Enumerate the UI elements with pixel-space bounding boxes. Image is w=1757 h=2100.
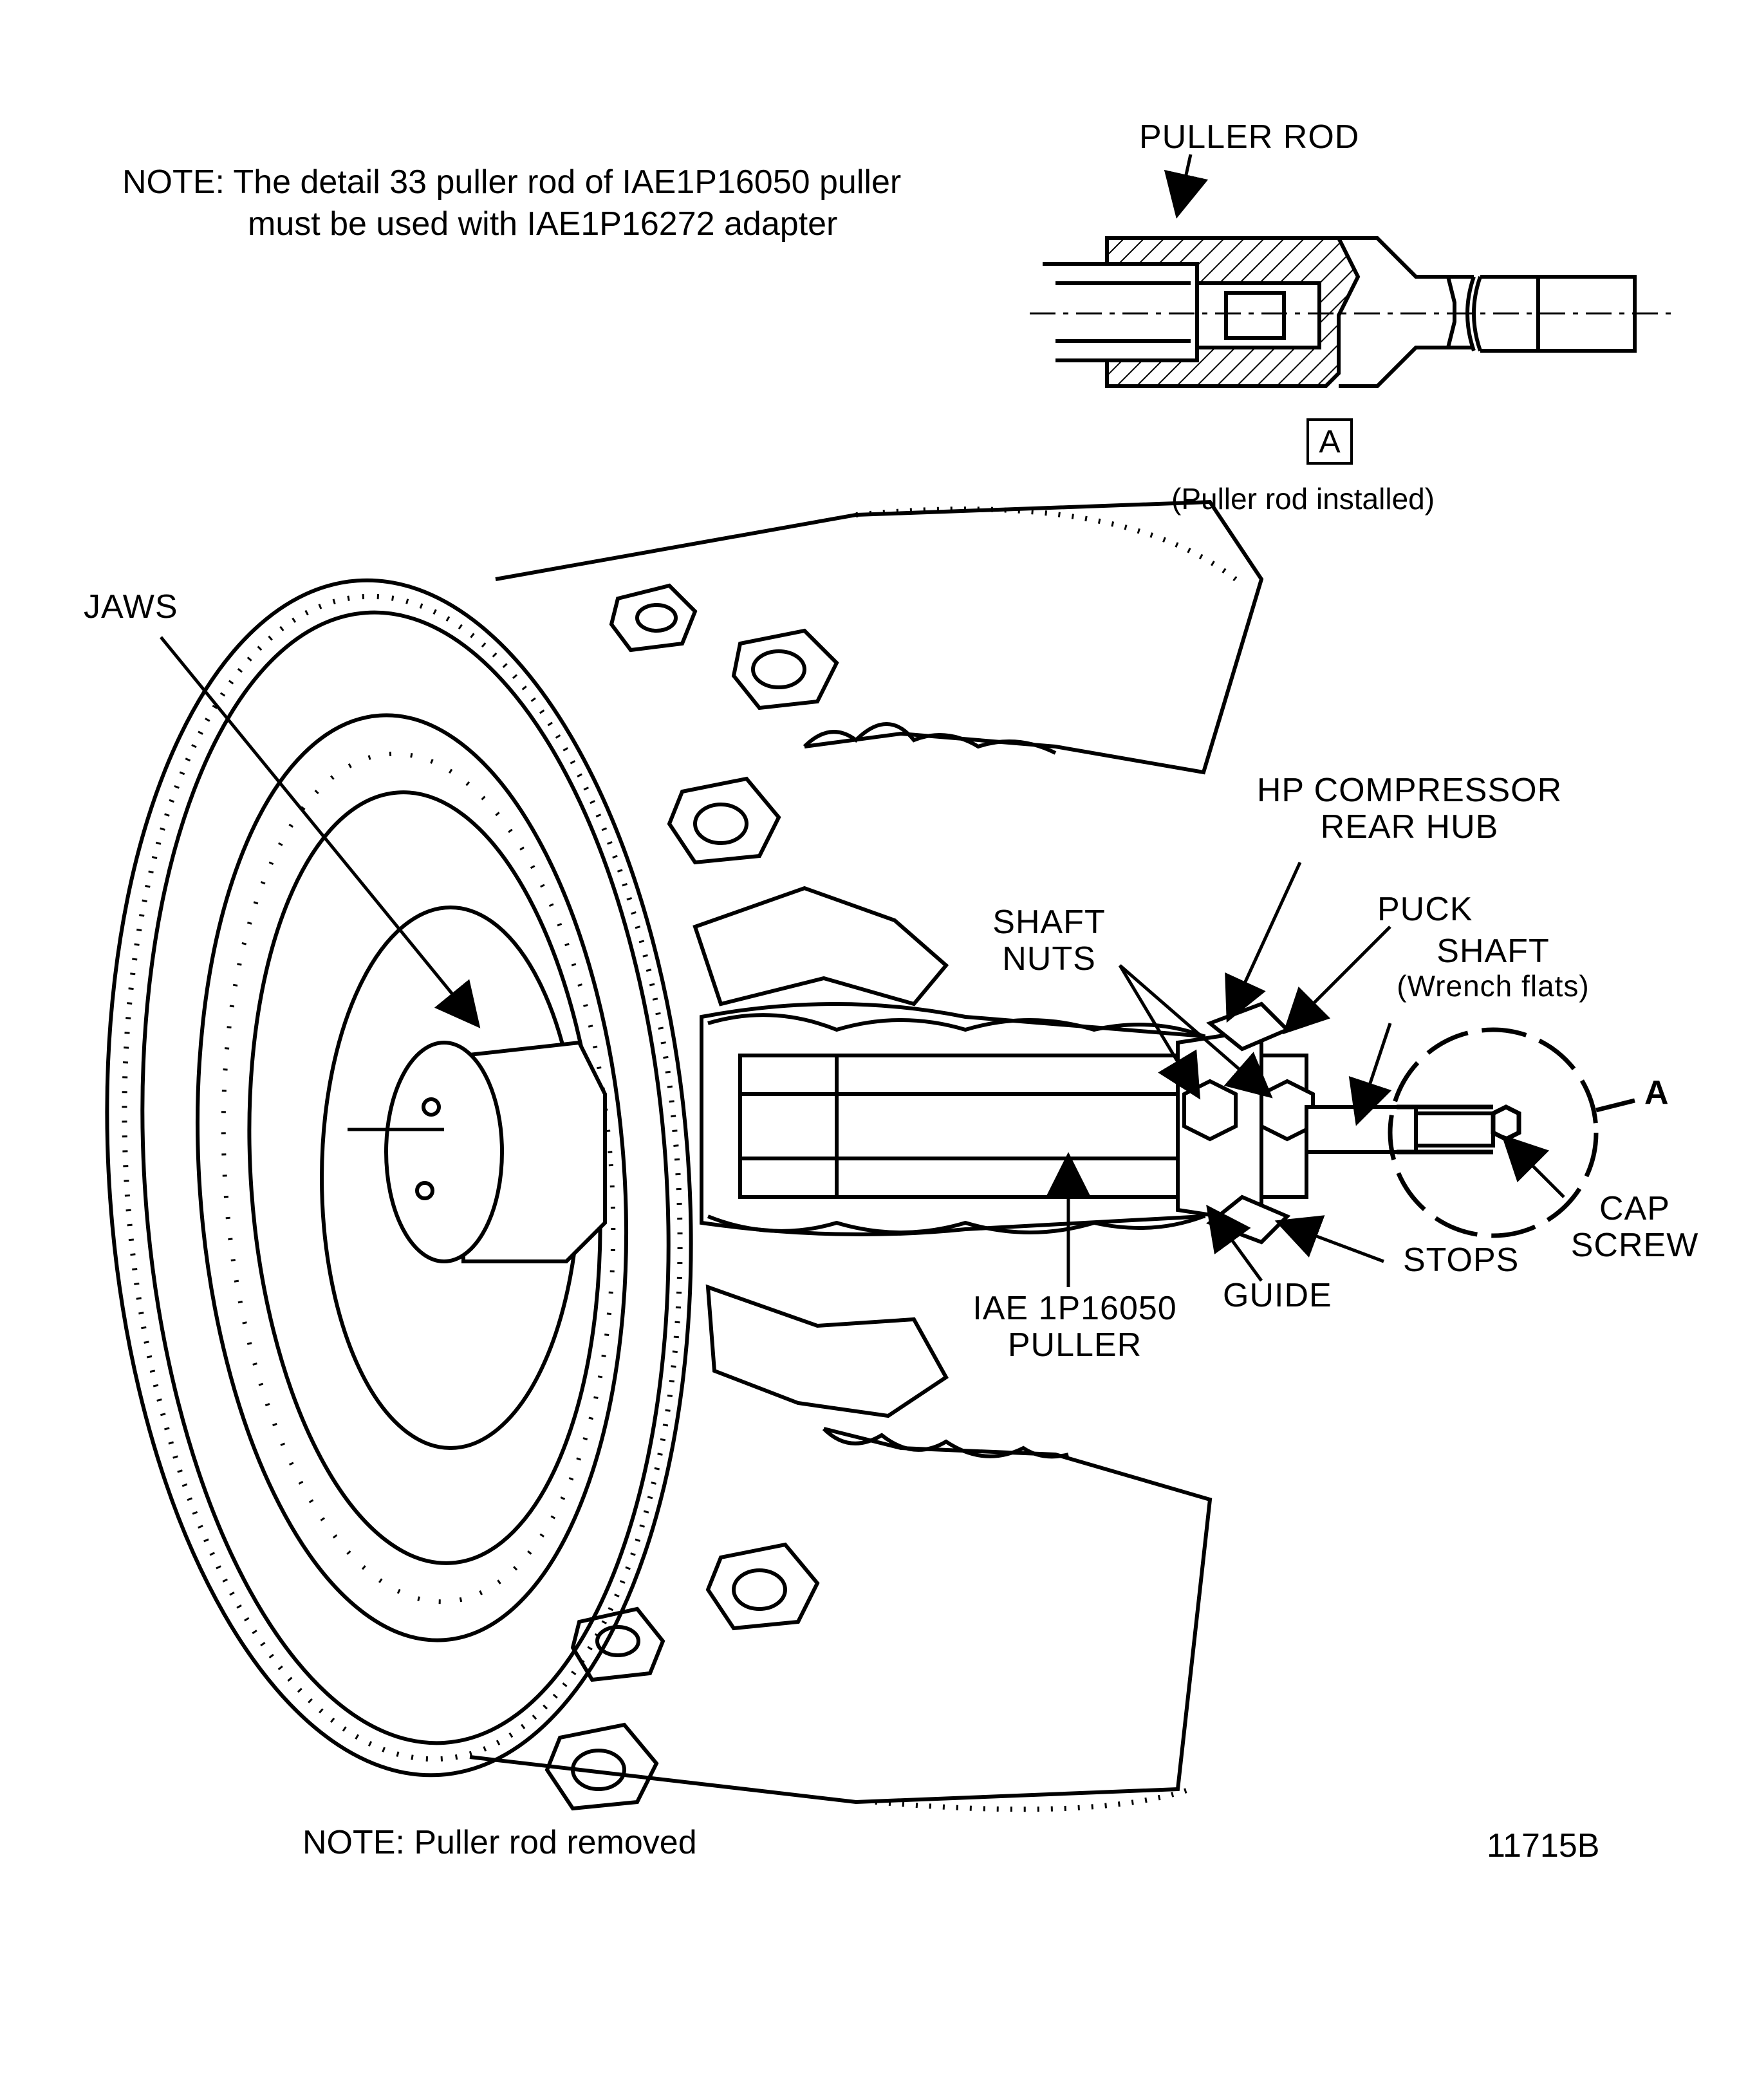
shaft-nuts-leader-2 bbox=[1119, 964, 1273, 1099]
cap-screw-leader bbox=[1501, 1134, 1565, 1198]
label-shaft: SHAFT (Wrench flats) bbox=[1377, 933, 1609, 1003]
note-top-line2: must be used with IAE1P16272 adapter bbox=[248, 205, 838, 243]
label-jaws: JAWS bbox=[84, 588, 178, 626]
compressor-case bbox=[105, 499, 1264, 1812]
label-shaft-nuts: SHAFT NUTS bbox=[965, 904, 1133, 978]
puller-body bbox=[348, 1001, 1495, 1263]
detail-title: PULLER ROD bbox=[1139, 118, 1360, 156]
label-cap-screw-line1: CAP bbox=[1599, 1190, 1670, 1227]
puller-rod-leader bbox=[1164, 154, 1209, 219]
label-hp-line1: HP COMPRESSOR bbox=[1256, 772, 1563, 809]
label-guide: GUIDE bbox=[1223, 1277, 1332, 1314]
label-shaft-line1: SHAFT bbox=[1436, 933, 1550, 970]
label-shaft-line2: (Wrench flats) bbox=[1397, 969, 1590, 1003]
puck-leader bbox=[1282, 925, 1391, 1035]
label-shaft-nuts-line1: SHAFT bbox=[992, 904, 1106, 941]
detail-caption: (Puller rod installed) bbox=[1171, 482, 1435, 516]
label-puller-line2: PULLER bbox=[1007, 1326, 1142, 1364]
note-bottom: NOTE: Puller rod removed bbox=[302, 1824, 697, 1861]
label-shaft-nuts-line2: NUTS bbox=[1002, 940, 1096, 978]
label-cap-screw-line2: SCREW bbox=[1570, 1227, 1699, 1265]
detail-a-circle bbox=[1388, 1027, 1635, 1238]
label-puller-line1: IAE 1P16050 bbox=[972, 1290, 1177, 1327]
hp-hub-leader bbox=[1225, 861, 1302, 1023]
label-cap-screw: CAP SCREW bbox=[1545, 1190, 1725, 1265]
leader-lines bbox=[160, 636, 1565, 1287]
note-top-line1: NOTE: The detail 33 puller rod of IAE1P1… bbox=[122, 163, 902, 201]
puller-rod-section bbox=[1030, 236, 1673, 388]
label-stops: STOPS bbox=[1403, 1241, 1520, 1279]
stops-leader bbox=[1274, 1215, 1384, 1263]
figure-id: 11715B bbox=[1487, 1827, 1600, 1864]
guide-leader bbox=[1206, 1204, 1263, 1282]
label-puller: IAE 1P16050 PULLER bbox=[940, 1290, 1210, 1364]
shaft-leader bbox=[1348, 1023, 1392, 1126]
label-hp-compressor-rear-hub: HP COMPRESSOR REAR HUB bbox=[1242, 772, 1577, 846]
detail-letter: A bbox=[1319, 423, 1341, 460]
label-hp-line2: REAR HUB bbox=[1320, 808, 1499, 846]
shaft-nuts-leader-1 bbox=[1118, 964, 1201, 1100]
label-detail-ref: A bbox=[1644, 1074, 1669, 1111]
label-puck: PUCK bbox=[1377, 891, 1473, 928]
jaws-leader bbox=[160, 636, 481, 1028]
detail-letter-box: A bbox=[1306, 418, 1353, 465]
